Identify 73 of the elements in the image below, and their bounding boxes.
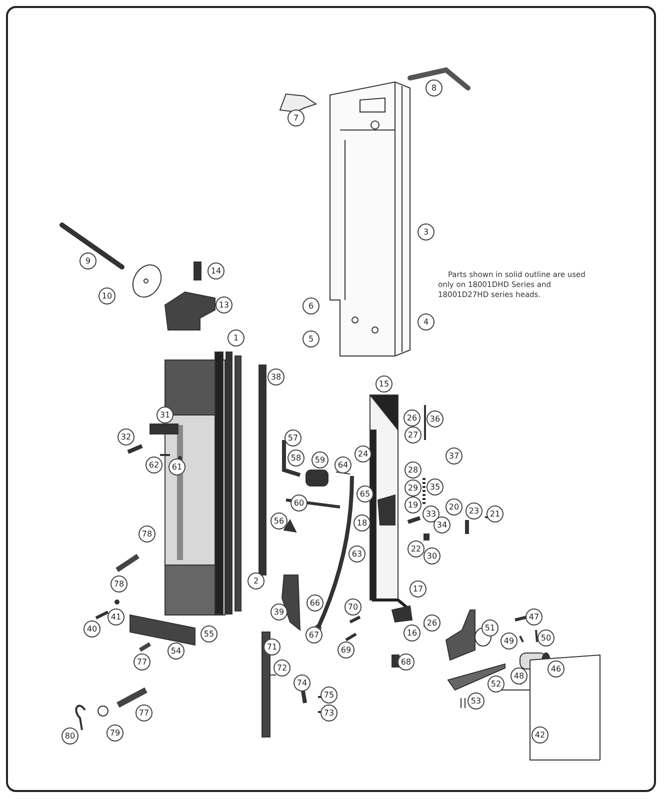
callout-number: 18	[354, 514, 370, 532]
callout-number: 78	[110, 576, 128, 592]
callout-number: 38	[268, 368, 284, 386]
callout-number: 80	[62, 728, 78, 744]
callout-number: 77	[134, 654, 150, 670]
callout-number: 68	[398, 654, 414, 670]
callout-number: 74	[294, 674, 310, 692]
callout-number: 57	[284, 430, 302, 446]
callout-number: 20	[446, 498, 462, 516]
callout-number: 16	[404, 624, 420, 642]
callout-number: 62	[146, 456, 162, 474]
callout-number: 49	[500, 632, 518, 650]
callout-number: 41	[108, 608, 124, 626]
callout-number: 59	[312, 452, 328, 468]
callout-number: 40	[84, 620, 100, 638]
callout-number: 32	[118, 428, 134, 446]
callout-number: 73	[320, 704, 338, 722]
callout-number: 13	[216, 296, 232, 314]
callout-number: 36	[426, 410, 444, 428]
callout-number: 52	[488, 676, 504, 692]
callout-number: 53	[468, 692, 484, 710]
callout-number: 78	[138, 526, 156, 542]
callout-number: 6	[302, 298, 320, 314]
callout-number: 39	[270, 604, 288, 620]
callout-number: 70	[344, 598, 362, 616]
callout-number: 7	[288, 110, 304, 126]
callout-number: 21	[486, 506, 504, 522]
callout-number: 28	[404, 462, 422, 478]
callout-number: 51	[482, 620, 498, 636]
callout-number: 33	[422, 506, 440, 522]
callout-number: 14	[208, 262, 224, 280]
callout-number: 17	[410, 580, 426, 598]
callout-number: 29	[404, 480, 422, 496]
callout-number: 15	[376, 376, 392, 392]
callout-number: 65	[356, 486, 374, 502]
callout-number: 10	[98, 288, 116, 304]
callout-number: 31	[156, 406, 174, 424]
callout-number: 79	[106, 724, 124, 742]
callout-number: 72	[274, 660, 290, 676]
callout-number: 4	[418, 314, 434, 330]
callout-number: 35	[426, 478, 444, 496]
callout-number: 64	[334, 456, 352, 474]
callout-number: 69	[338, 642, 354, 658]
callout-number: 24	[354, 446, 372, 462]
callout-number: 34	[434, 516, 450, 534]
callout-number: 60	[290, 494, 308, 512]
callout-number: 71	[264, 638, 280, 656]
callout-number: 5	[302, 330, 320, 348]
callout-number: 8	[426, 80, 442, 96]
callout-number: 75	[320, 686, 338, 704]
callout-number: 9	[80, 252, 96, 270]
callout-number: 54	[168, 642, 184, 660]
callout-number: 48	[510, 668, 528, 684]
callout-number: 1	[228, 330, 244, 346]
callout-number: 50	[538, 630, 554, 646]
callout-number: 22	[408, 540, 424, 558]
callout-number: 66	[306, 594, 324, 612]
callout-number: 3	[418, 224, 434, 240]
callout-number: 55	[200, 626, 218, 642]
callout-number: 56	[270, 512, 288, 530]
callout-number: 2	[248, 572, 264, 590]
callout-number: 19	[404, 496, 422, 514]
callout-number: 26	[424, 614, 440, 632]
callout-number: 30	[424, 548, 440, 564]
callout-number: 63	[348, 546, 366, 562]
callout-number: 26	[404, 410, 420, 426]
callout-number: 27	[404, 426, 422, 444]
callout-number: 67	[306, 626, 322, 644]
callout-number: 58	[288, 450, 304, 466]
callout-number: 23	[466, 502, 482, 520]
callout-number: 47	[526, 608, 542, 626]
callout-number: 37	[446, 448, 462, 464]
callout-number: 77	[136, 704, 152, 722]
